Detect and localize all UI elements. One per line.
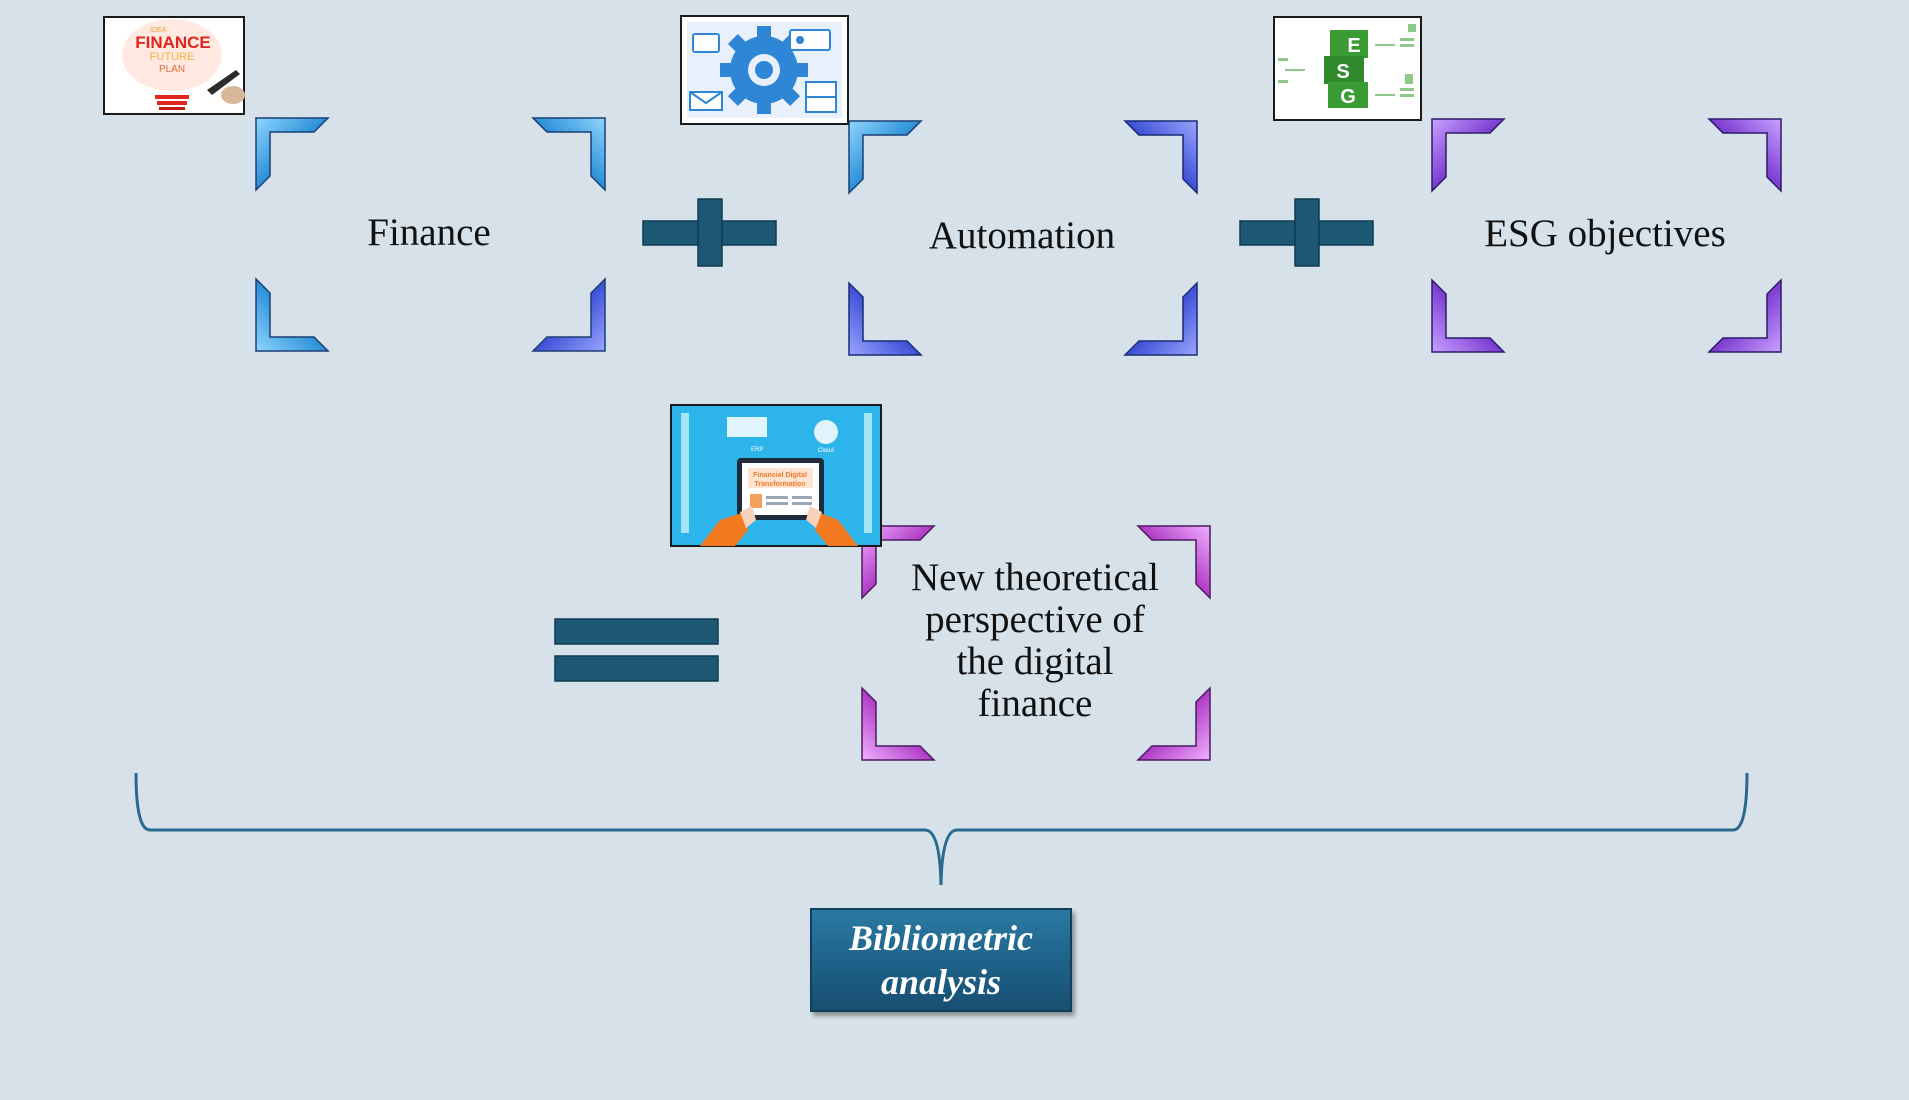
esg-green-blocks-image: E S G: [1273, 16, 1422, 121]
finance-frame-corner-br: [532, 278, 606, 352]
svg-text:Financial Digital: Financial Digital: [753, 472, 807, 479]
automation-gear-icon-image: [680, 15, 849, 125]
finance-frame-corner-tr: [532, 117, 606, 191]
automation-label: Automation: [928, 214, 1116, 257]
svg-text:E: E: [1347, 35, 1360, 57]
svg-text:IDEA: IDEA: [150, 27, 167, 34]
svg-text:PLAN: PLAN: [159, 64, 185, 75]
grouping-brace: [134, 772, 1749, 886]
automation-frame-corner-br: [1124, 282, 1198, 356]
finance-thumb-title: FINANCE: [135, 33, 211, 52]
svg-text:G: G: [1340, 86, 1356, 108]
svg-text:FUTURE: FUTURE: [150, 51, 195, 63]
equals-icon: [554, 618, 719, 682]
finance-word-cloud-lightbulb-image: FINANCE IDEA FUTURE PLAN: [103, 16, 245, 115]
svg-text:Transformation: Transformation: [755, 481, 806, 488]
automation-frame-corner-bl: [848, 282, 922, 356]
finance-label: Finance: [367, 211, 491, 254]
result-label-line: New theoretical: [911, 556, 1159, 599]
bibliometric-analysis-box: Bibliometric analysis: [810, 908, 1072, 1012]
result-label: New theoretical perspective of the digit…: [885, 557, 1185, 725]
automation-frame-corner-tl: [848, 120, 922, 194]
result-label-line: finance: [977, 682, 1093, 725]
svg-text:ERP: ERP: [751, 447, 763, 453]
esg-frame-corner-tl: [1431, 118, 1505, 192]
method-label-line: Bibliometric: [849, 918, 1033, 958]
plus-icon: [1239, 198, 1374, 267]
plus-icon: [642, 198, 777, 267]
automation-frame-corner-tr: [1124, 120, 1198, 194]
finance-frame-corner-bl: [255, 278, 329, 352]
method-label-line: analysis: [880, 962, 1002, 1002]
esg-frame-corner-bl: [1431, 279, 1505, 353]
financial-digital-transformation-tablet-image: ERP Cloud Financial Digital Transformati…: [670, 404, 882, 547]
result-label-line: the digital: [956, 640, 1114, 683]
esg-frame-corner-br: [1708, 279, 1782, 353]
finance-frame-corner-tl: [255, 117, 329, 191]
esg-frame-corner-tr: [1708, 118, 1782, 192]
esg-objectives-label: ESG objectives: [1484, 212, 1726, 255]
svg-text:Cloud: Cloud: [818, 448, 834, 454]
svg-text:S: S: [1336, 61, 1349, 83]
result-label-line: perspective of: [925, 598, 1145, 641]
